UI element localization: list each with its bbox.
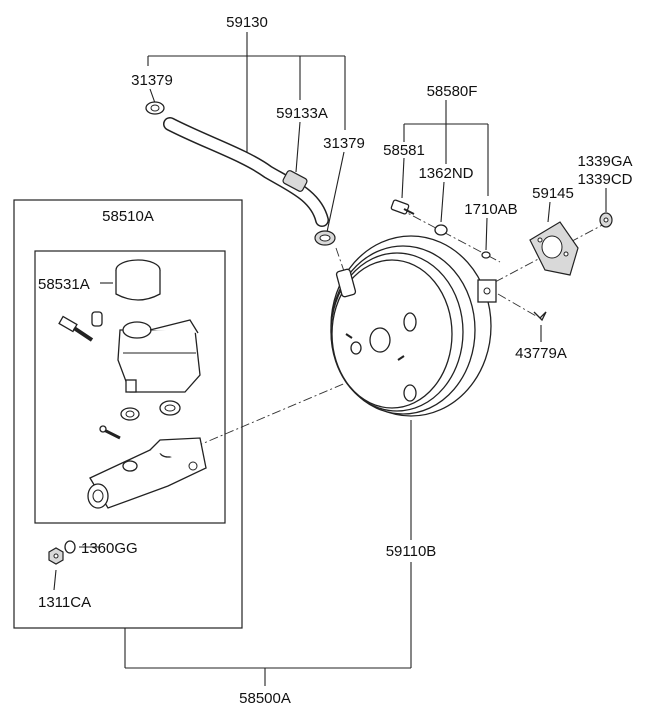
nut — [48, 547, 64, 565]
brake-booster — [330, 235, 497, 417]
grommet-left — [120, 407, 140, 421]
pin — [481, 251, 491, 259]
label-31379-upper: 31379 — [131, 72, 173, 89]
label-1710ab: 1710AB — [464, 201, 517, 218]
label-1339cd: 1339CD — [577, 171, 632, 188]
label-59145: 59145 — [532, 185, 574, 202]
pin-bolt — [99, 425, 121, 440]
label-1362nd: 1362ND — [418, 165, 473, 182]
seal — [64, 540, 76, 554]
label-43779a: 43779A — [515, 345, 567, 362]
label-59110b: 59110B — [386, 543, 437, 560]
label-1311ca: 1311CA — [38, 594, 91, 611]
assembly-outer-box — [13, 199, 243, 629]
label-59133a: 59133A — [276, 105, 328, 122]
label-31379-lower: 31379 — [323, 135, 365, 152]
reservoir-filter — [91, 311, 103, 327]
hose-clamp-upper — [145, 101, 165, 115]
clip — [533, 311, 547, 322]
hose-clamp-lower — [314, 230, 336, 246]
grommet-right — [159, 400, 181, 416]
label-1339ga: 1339GA — [577, 153, 632, 170]
label-58500a: 58500A — [239, 690, 291, 707]
label-58580f: 58580F — [427, 83, 478, 100]
label-58510a: 58510A — [102, 208, 154, 225]
label-58531a: 58531A — [38, 276, 90, 293]
reservoir-cap — [115, 259, 161, 301]
master-cylinder-body — [87, 437, 207, 509]
label-59130: 59130 — [226, 14, 268, 31]
part-labels: 59130 31379 59133A 31379 58580F 58581 13… — [38, 14, 633, 707]
level-sensor — [58, 315, 94, 342]
leader-lines — [53, 32, 607, 686]
vacuum-hose — [163, 117, 329, 227]
master-cylinder-box — [34, 250, 226, 524]
label-58581: 58581 — [383, 142, 425, 159]
gasket-plate — [529, 221, 579, 276]
reservoir-tank — [117, 319, 201, 393]
label-1360gg: 1360GG — [81, 540, 138, 557]
stud-bolt — [390, 199, 415, 215]
washer — [434, 224, 448, 236]
gasket-nut — [599, 212, 613, 228]
